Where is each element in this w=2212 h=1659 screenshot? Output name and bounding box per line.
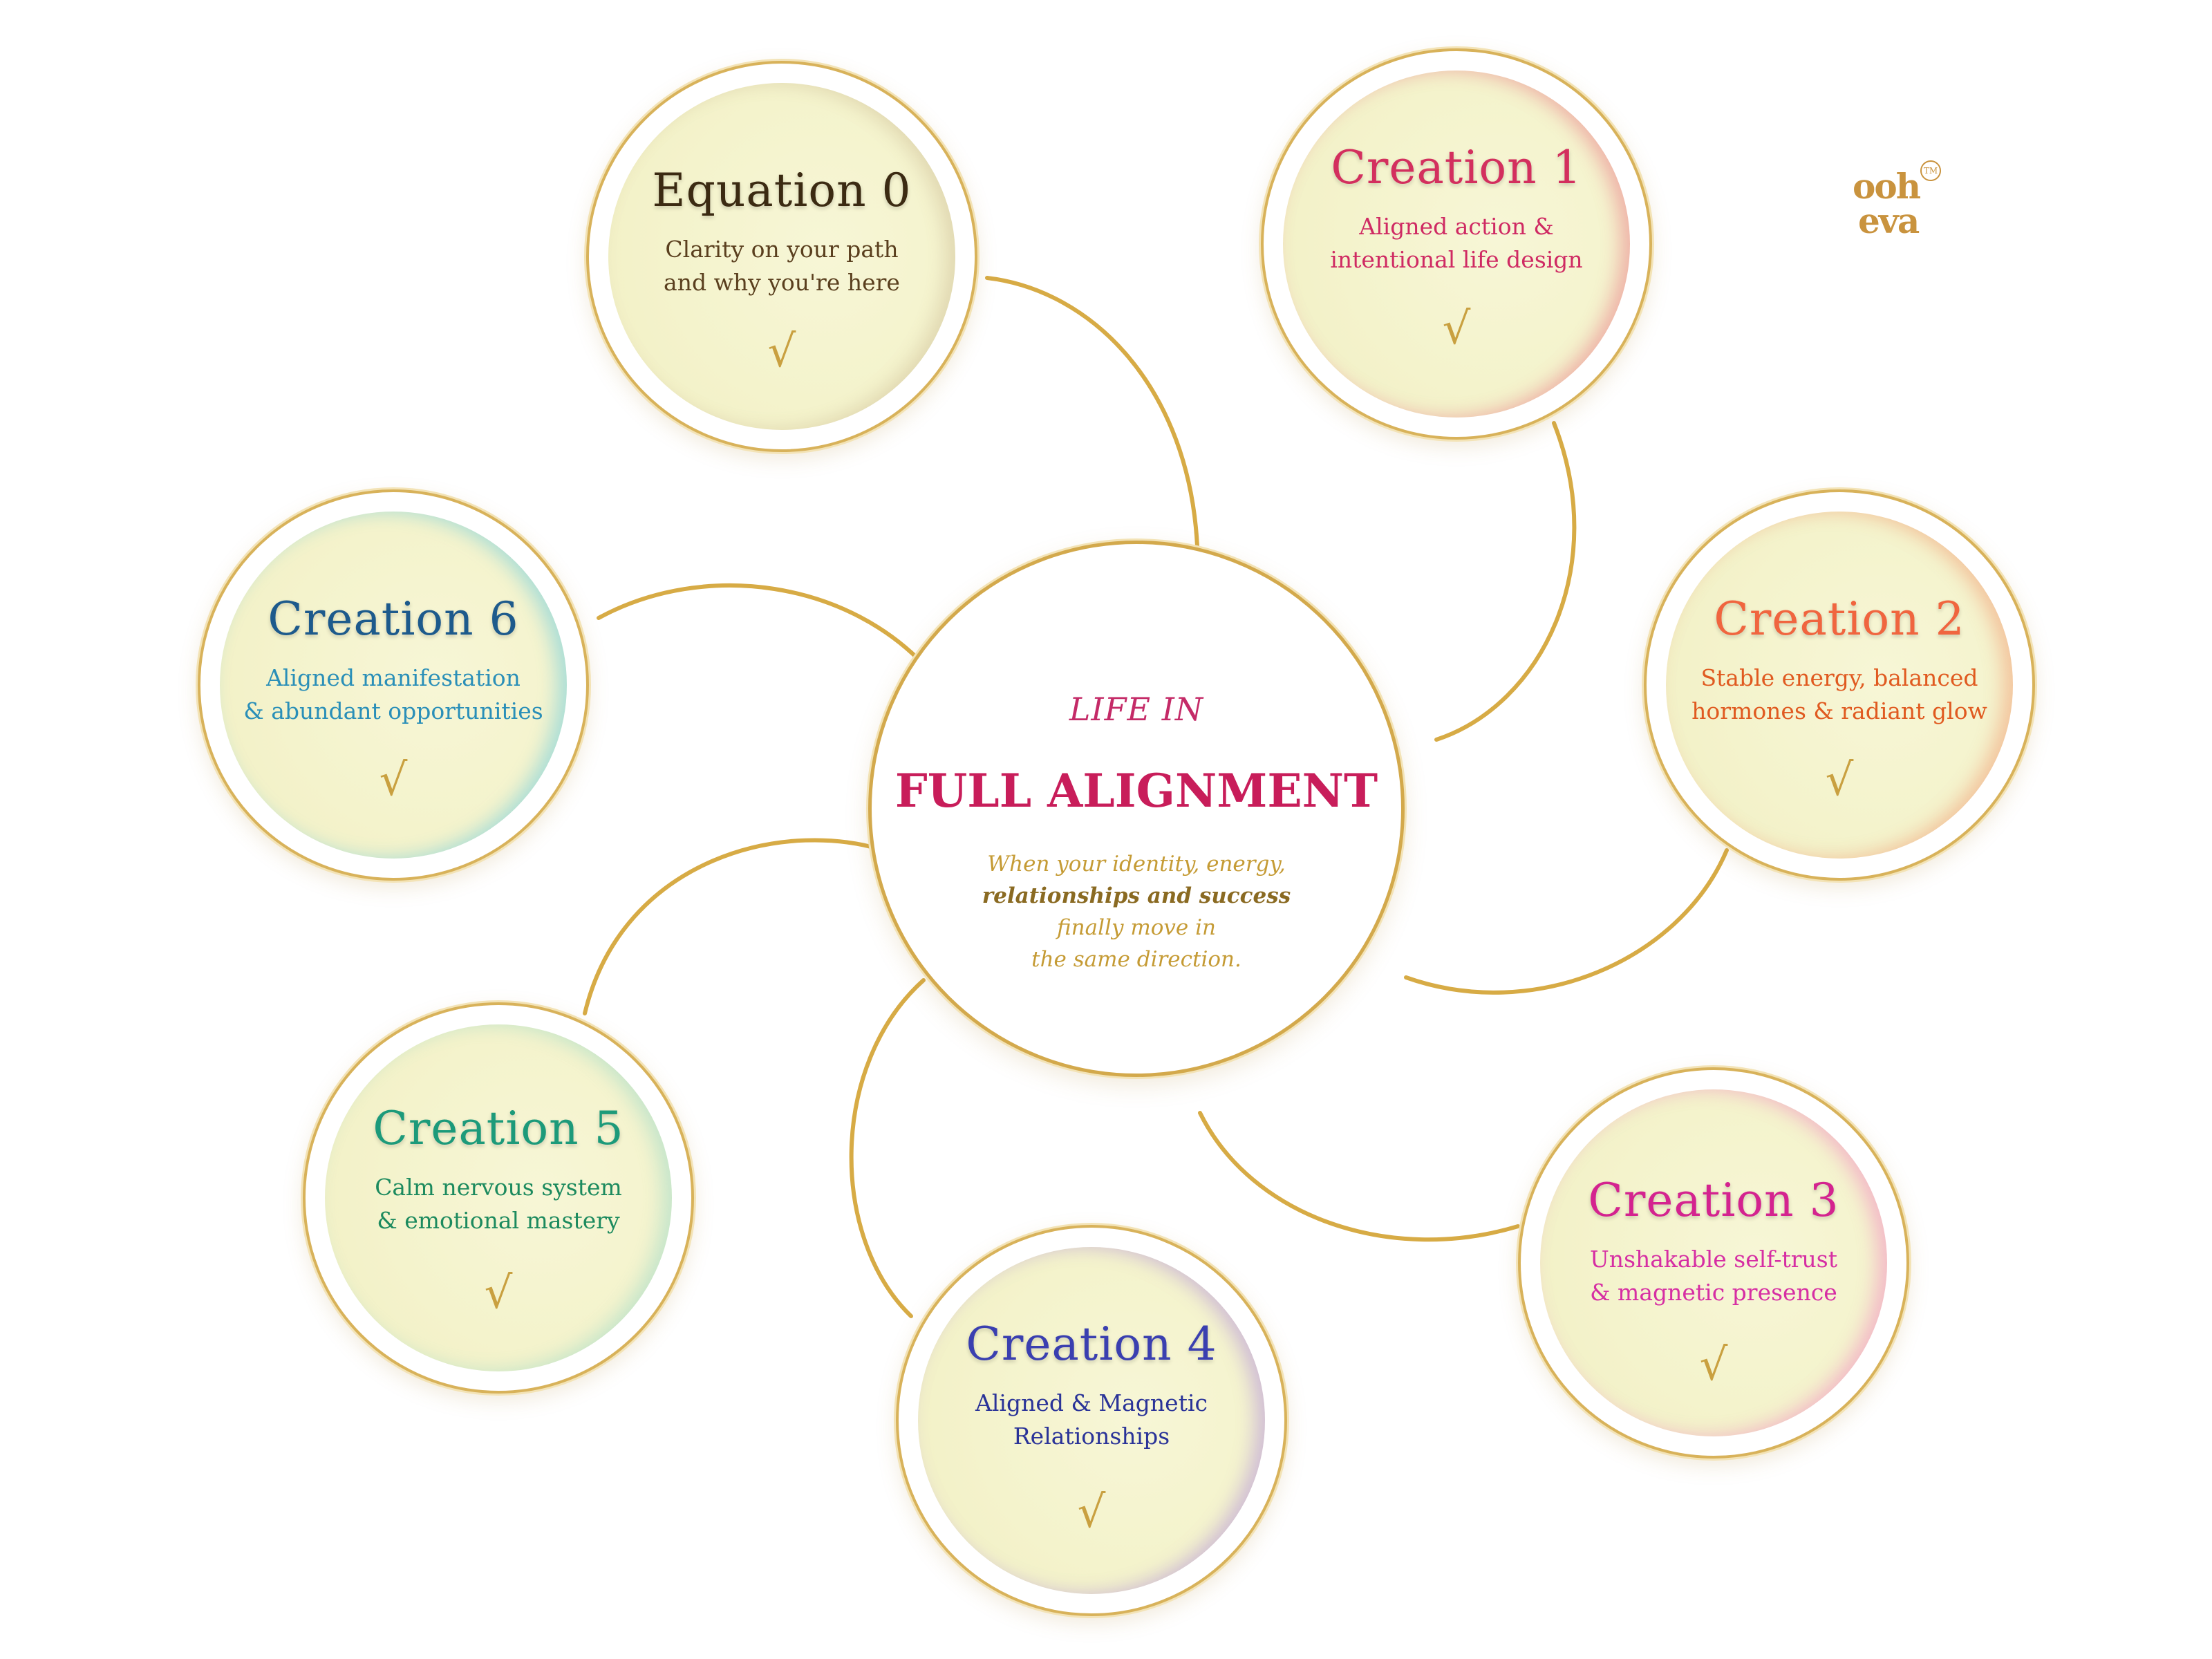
- center-body-line: relationships and success: [982, 883, 1291, 908]
- node-desc-line: and why you're here: [664, 269, 900, 296]
- checkmark-icon: √: [767, 326, 796, 377]
- node-desc-line: Relationships: [1013, 1423, 1170, 1450]
- node-title: Creation 6: [268, 592, 519, 646]
- node-inner: [1666, 512, 2013, 859]
- node-desc-line: Aligned & Magnetic: [975, 1389, 1208, 1416]
- node-desc-line: & abundant opportunities: [243, 697, 543, 724]
- node-inner: [220, 512, 567, 859]
- node-desc: Aligned & Magnetic Relationships: [947, 1387, 1236, 1453]
- trademark-icon: TM: [1920, 160, 1941, 181]
- checkmark-icon: √: [484, 1268, 513, 1319]
- node-inner: [1283, 71, 1630, 418]
- node-creation-5: Creation 5 Calm nervous system & emotion…: [303, 1002, 694, 1394]
- node-inner: [918, 1247, 1265, 1594]
- node-inner: [325, 1024, 672, 1371]
- node-desc-line: Aligned manifestation: [266, 664, 521, 691]
- node-desc-line: & magnetic presence: [1590, 1279, 1837, 1306]
- node-creation-1: Creation 1 Aligned action & intentional …: [1261, 48, 1652, 440]
- node-desc: Aligned action & intentional life design: [1312, 210, 1601, 276]
- node-desc: Unshakable self-trust & magnetic presenc…: [1569, 1243, 1858, 1309]
- node-title: Creation 1: [1331, 141, 1582, 194]
- node-desc-line: Stable energy, balanced: [1700, 664, 1978, 691]
- node-title: Creation 2: [1714, 592, 1965, 646]
- brand-logo: ooh eva TM: [1853, 160, 1942, 250]
- node-desc-line: Aligned action &: [1359, 213, 1554, 240]
- center-body: When your identity, energy, relationship…: [927, 848, 1346, 975]
- logo-line-2: eva: [1858, 200, 1920, 241]
- checkmark-icon: √: [1077, 1487, 1106, 1538]
- checkmark-icon: √: [1442, 303, 1471, 355]
- center-circle: LIFE IN FULL ALIGNMENT When your identit…: [868, 541, 1405, 1077]
- center-body-line: the same direction.: [1031, 947, 1241, 972]
- node-desc: Calm nervous system & emotional mastery: [354, 1171, 643, 1237]
- center-body-line: finally move in: [1057, 915, 1216, 940]
- node-inner: [1540, 1089, 1887, 1436]
- logo-line-1: ooh: [1853, 166, 1921, 207]
- node-desc-line: Clarity on your path: [665, 236, 899, 263]
- node-title: Creation 4: [966, 1318, 1217, 1371]
- node-inner: [608, 83, 955, 430]
- node-desc-line: Unshakable self-trust: [1590, 1246, 1837, 1273]
- node-creation-2: Creation 2 Stable energy, balanced hormo…: [1644, 489, 2035, 881]
- node-title: Creation 3: [1588, 1174, 1839, 1227]
- checkmark-icon: √: [1699, 1340, 1728, 1391]
- center-kicker: LIFE IN: [1069, 691, 1204, 728]
- node-desc: Stable energy, balanced hormones & radia…: [1681, 662, 1998, 728]
- node-desc-line: intentional life design: [1330, 246, 1583, 273]
- node-creation-3: Creation 3 Unshakable self-trust & magne…: [1518, 1067, 1909, 1459]
- checkmark-icon: √: [1825, 755, 1854, 806]
- node-title: Equation 0: [652, 164, 912, 217]
- node-equation-0: Equation 0 Clarity on your path and why …: [586, 61, 977, 452]
- node-title: Creation 5: [373, 1102, 624, 1155]
- node-desc: Clarity on your path and why you're here: [637, 233, 926, 299]
- center-headline: FULL ALIGNMENT: [894, 764, 1378, 818]
- center-body-line: When your identity, energy,: [987, 852, 1286, 877]
- node-desc-line: & emotional mastery: [377, 1207, 620, 1234]
- checkmark-icon: √: [379, 755, 408, 806]
- node-creation-6: Creation 6 Aligned manifestation & abund…: [198, 489, 589, 881]
- node-desc-line: hormones & radiant glow: [1691, 697, 1987, 724]
- node-desc-line: Calm nervous system: [375, 1174, 622, 1201]
- node-desc: Aligned manifestation & abundant opportu…: [228, 662, 559, 728]
- node-creation-4: Creation 4 Aligned & Magnetic Relationsh…: [896, 1225, 1287, 1616]
